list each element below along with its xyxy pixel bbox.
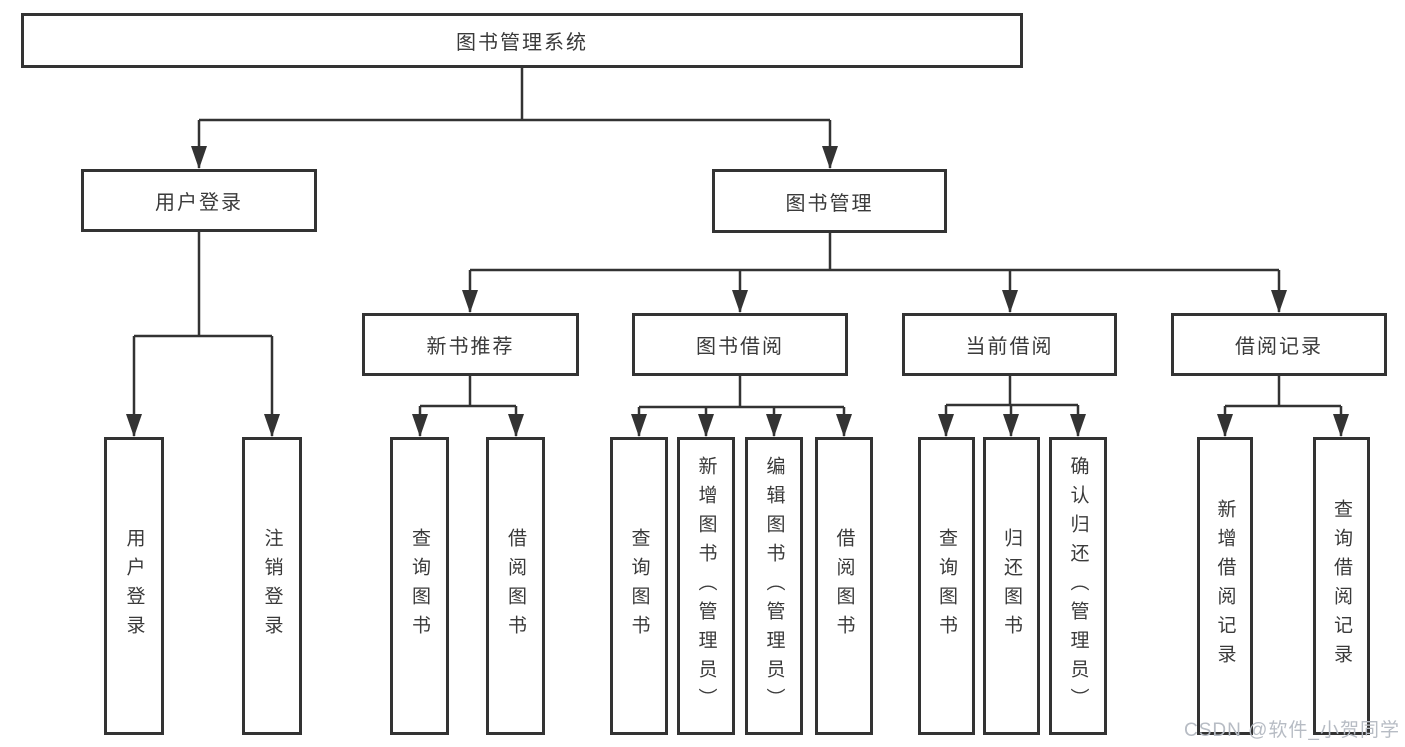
arrowhead-down-icon [1333,414,1349,437]
arrowhead-down-icon [836,414,852,437]
arrowhead-down-icon [1217,414,1233,437]
leaf-bb-query-book: 查询图书 [610,437,668,735]
edge-borrowrecords-to-leaves [1223,376,1343,436]
leaf-br-add-record: 新增借阅记录 [1197,437,1253,735]
edge-bookborrow-to-leaves [637,376,846,436]
node-book-borrow-label: 图书借阅 [696,336,784,358]
node-new-book-rec: 新书推荐 [362,313,579,376]
node-current-borrow-label: 当前借阅 [965,336,1054,358]
arrowhead-down-icon [938,414,954,437]
node-user-login-branch-label: 用户登录 [155,192,243,214]
node-root-label: 图书管理系统 [456,32,588,54]
leaf-cb-confirm-return: 确认归还（管理员） [1049,437,1107,735]
leaf-cb-return-book: 归还图书 [983,437,1040,735]
node-borrow-records-label: 借阅记录 [1235,336,1323,358]
node-root: 图书管理系统 [21,13,1023,68]
edge-userlogin-to-leaves [132,231,274,436]
arrowhead-down-icon [191,146,207,169]
leaf-bb-add-book: 新增图书（管理员） [677,437,735,735]
arrowhead-down-icon [822,146,838,169]
leaf-br-query-record-label: 查询借阅记录 [1331,499,1352,673]
leaf-bb-edit-book-label: 编辑图书（管理员） [763,455,785,717]
node-new-book-rec-label: 新书推荐 [426,336,515,358]
leaf-rec-query-book: 查询图书 [390,437,449,735]
leaf-br-add-record-label: 新增借阅记录 [1214,499,1236,673]
leaf-bb-borrow-book-label: 借阅图书 [833,528,855,644]
leaf-cb-confirm-return-label: 确认归还（管理员） [1067,455,1089,717]
leaf-bb-add-book-label: 新增图书（管理员） [695,455,717,717]
leaf-cb-return-book-label: 归还图书 [1001,528,1022,644]
leaf-bb-borrow-book: 借阅图书 [815,437,873,735]
edge-root-to-level2 [197,68,832,168]
tree-edges [132,68,1343,436]
arrowhead-down-icon [264,414,280,437]
leaf-bb-query-book-label: 查询图书 [628,528,650,644]
node-book-borrow: 图书借阅 [632,313,848,376]
arrowhead-down-icon [698,414,714,437]
edge-bookmgmt-to-level3 [468,233,1281,312]
arrowhead-down-icon [631,414,647,437]
leaf-user-login: 用户登录 [104,437,164,735]
csdn-watermark: CSDN @软件_小贺同学 [1184,720,1400,741]
arrowhead-down-icon [766,414,782,437]
node-current-borrow: 当前借阅 [902,313,1117,376]
arrowheads [126,146,1349,437]
leaf-user-login-label: 用户登录 [123,528,145,644]
node-borrow-records: 借阅记录 [1171,313,1387,376]
node-book-mgmt-branch: 图书管理 [712,169,947,233]
node-book-mgmt-branch-label: 图书管理 [785,192,874,215]
leaf-bb-edit-book: 编辑图书（管理员） [745,437,803,735]
arrowhead-down-icon [1070,414,1086,437]
arrowhead-down-icon [412,414,428,437]
edge-newbookrec-to-leaves [418,376,518,436]
arrowhead-down-icon [462,290,478,313]
leaf-logout-label: 注销登录 [261,528,283,644]
leaf-cb-query-book: 查询图书 [918,437,975,735]
arrowhead-down-icon [1003,414,1019,437]
leaf-rec-borrow-book: 借阅图书 [486,437,545,735]
node-user-login-branch: 用户登录 [81,169,317,232]
leaf-rec-borrow-book-label: 借阅图书 [505,528,526,644]
leaf-logout: 注销登录 [242,437,302,735]
arrowhead-down-icon [126,414,142,437]
leaf-rec-query-book-label: 查询图书 [409,528,430,644]
arrowhead-down-icon [1271,290,1287,313]
arrowhead-down-icon [1002,290,1018,313]
arrowhead-down-icon [508,414,524,437]
arrowhead-down-icon [732,290,748,313]
leaf-cb-query-book-label: 查询图书 [936,528,957,644]
leaf-br-query-record: 查询借阅记录 [1313,437,1370,735]
